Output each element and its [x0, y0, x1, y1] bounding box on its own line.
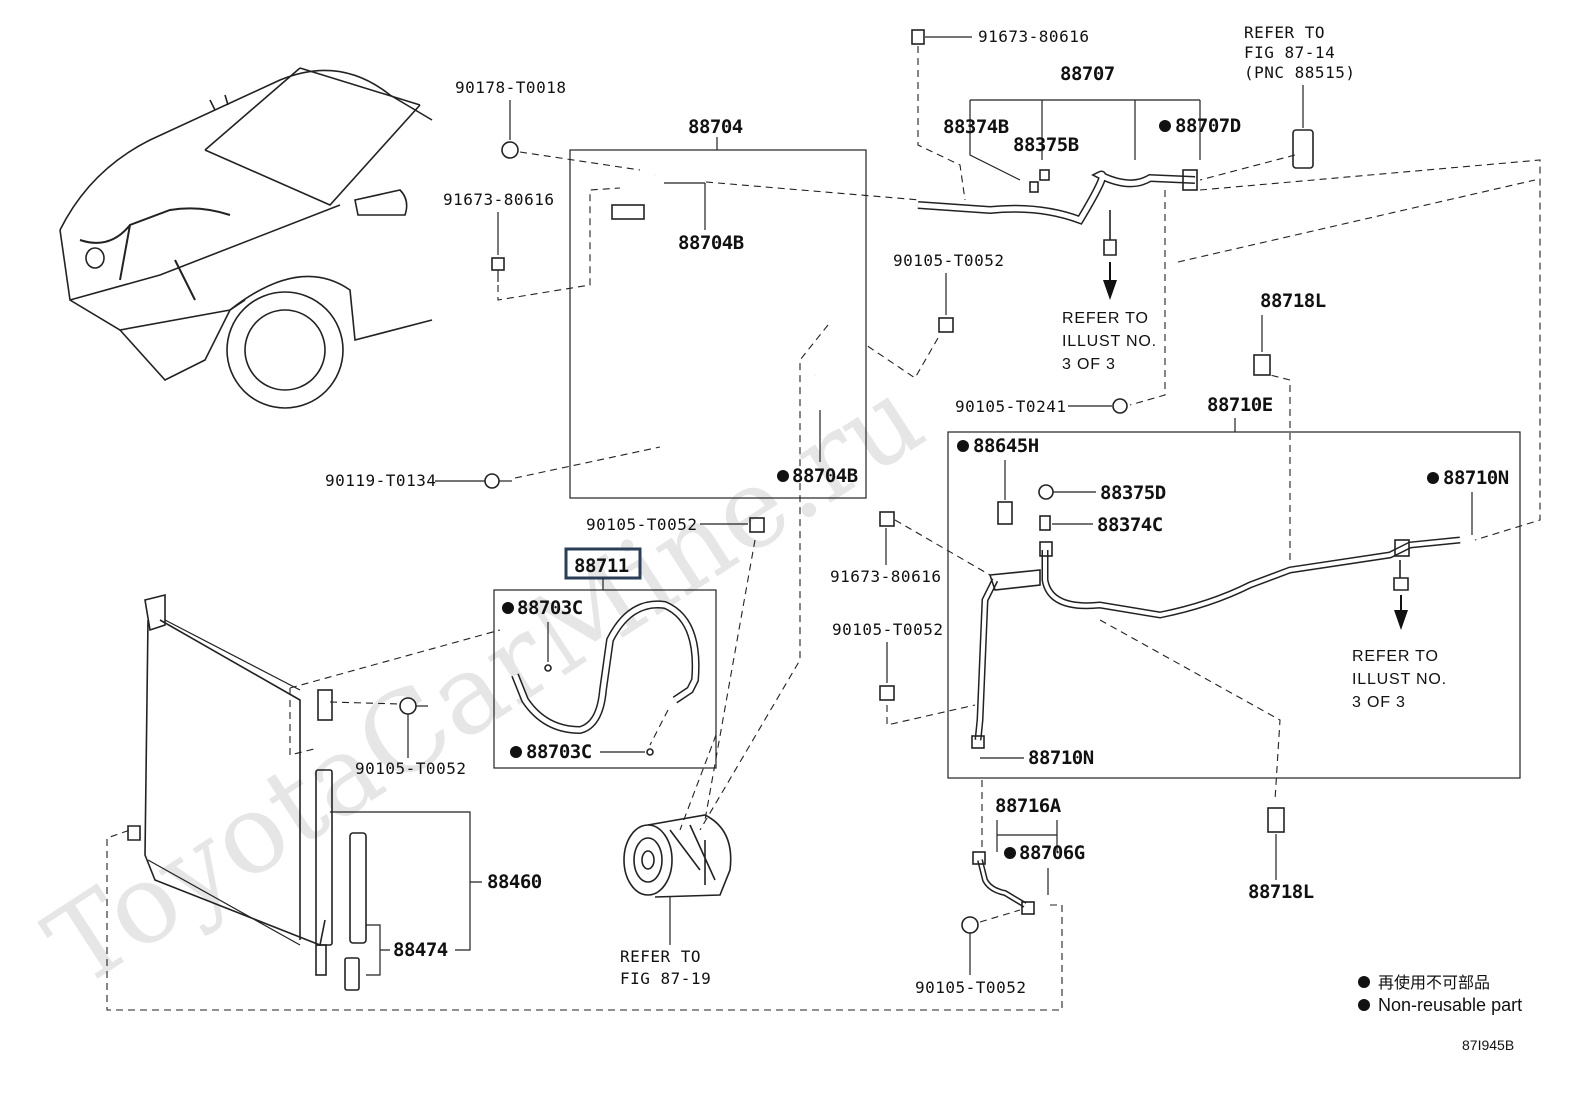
label-90119-T0134: 90119-T0134 [325, 471, 436, 490]
box-88704 [569, 149, 867, 499]
label-88460: 88460 [487, 871, 542, 893]
ref-illust-2-line2: ILLUST NO. [1352, 671, 1447, 688]
label-90178-T0018: 90178-T0018 [455, 78, 566, 97]
label-90105-T0052-a: 90105-T0052 [893, 251, 1004, 270]
label-88474: 88474 [393, 939, 448, 961]
label-88710E: 88710E [1207, 394, 1273, 416]
label-91673-80616-top: 91673-80616 [978, 27, 1089, 46]
label-88706G: 88706G [1019, 842, 1085, 864]
label-88718L-top: 88718L [1260, 290, 1326, 312]
label-88707: 88707 [1060, 63, 1115, 85]
label-88710N-right: 88710N [1443, 467, 1509, 489]
legend: 再使用不可部品 Non-reusable part [1358, 973, 1522, 1015]
vehicle-illustration [59, 67, 433, 409]
ref-illust-2-line1: REFER TO [1352, 648, 1439, 665]
ref-illust-1-line1: REFER TO [1062, 310, 1149, 327]
label-91673-80616-left: 91673-80616 [443, 190, 554, 209]
ref-fig8714-line3: (PNC 88515) [1244, 63, 1355, 82]
label-91673-80616-right: 91673-80616 [830, 567, 941, 586]
ref-fig8714-line1: REFER TO [1244, 23, 1325, 42]
label-88374B: 88374B [943, 116, 1009, 138]
watermark: ToyotaCarMine.ru [24, 352, 944, 1011]
hose-88704 [592, 174, 817, 466]
pipe-88707 [917, 169, 1198, 256]
box-88710E [947, 431, 1521, 779]
label-88703C-top: 88703C [517, 597, 583, 619]
label-88704B-upper: 88704B [678, 232, 744, 254]
non-reusable-dot [777, 470, 789, 482]
pipe-88710E [971, 536, 1461, 749]
label-90105-T0052-c: 90105-T0052 [915, 978, 1026, 997]
ref-illust-2-line3: 3 OF 3 [1352, 694, 1406, 711]
legend-en: Non-reusable part [1378, 995, 1522, 1015]
compressor [623, 814, 732, 898]
ref-illust-1-line2: ILLUST NO. [1062, 333, 1157, 350]
label-90105-T0052-d: 90105-T0052 [355, 759, 466, 778]
figure-code: 87I945B [1462, 1037, 1514, 1053]
label-90105-T0052-e: 90105-T0052 [586, 515, 697, 534]
ref-fig8719-line2: FIG 87-19 [620, 969, 711, 988]
box-88711 [493, 589, 717, 769]
label-88374C: 88374C [1097, 514, 1163, 536]
label-88375B: 88375B [1013, 134, 1079, 156]
label-88711: 88711 [574, 555, 629, 577]
ref-illust-1-line3: 3 OF 3 [1062, 356, 1116, 373]
ref-fig8719-line1: REFER TO [620, 947, 701, 966]
label-88703C-bottom: 88703C [526, 741, 592, 763]
ref-fig8714-line2: FIG 87-14 [1244, 43, 1335, 62]
label-88716A: 88716A [995, 795, 1062, 817]
label-88704B-lower: 88704B [792, 465, 858, 487]
label-90105-T0241: 90105-T0241 [955, 397, 1066, 416]
label-88704: 88704 [688, 116, 743, 138]
label-88710N-bottom: 88710N [1028, 747, 1094, 769]
label-88707D: 88707D [1175, 115, 1241, 137]
label-88645H: 88645H [973, 435, 1039, 457]
label-88718L-bottom: 88718L [1248, 881, 1314, 903]
condenser-assembly [127, 593, 333, 976]
pipe-88716A [972, 851, 1035, 915]
legend-jp: 再使用不可部品 [1378, 973, 1490, 992]
label-90105-T0052-b: 90105-T0052 [832, 620, 943, 639]
label-88375D: 88375D [1100, 482, 1166, 504]
hose-88711 [511, 600, 700, 735]
